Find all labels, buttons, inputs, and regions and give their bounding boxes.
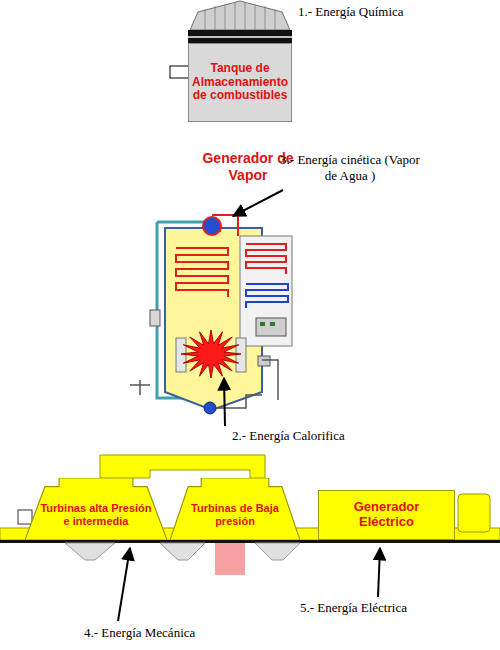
coil [246,284,288,308]
callout-label: 5.- Energía Eléctrica [300,600,470,616]
callout-label: 4.- Energía Mecánica [84,625,254,641]
storage-tank: Tanque de Almacenamiento de combustibles [188,43,292,122]
turbine-hp: Turbinas alta Presión e intermedia [25,478,167,540]
node-label: Generador Eléctrico [325,500,448,530]
turbine-lp: Turbinas de Baja presión [170,478,300,540]
electric-generator: Generador Eléctrico [318,490,455,540]
leader-arrows [118,190,380,621]
callout-label: 3.- Energía cinética (Vapor de Agua ) [280,152,420,183]
steam-generator [130,215,292,414]
node-label: Tanque de Almacenamiento de combustibles [192,62,288,103]
node-label: Turbinas alta Presión e intermedia [39,502,153,527]
callout-label: 1.- Energía Química [298,4,468,20]
turbine-line [0,455,500,575]
coil [176,248,228,297]
node-label: Turbinas de Baja presión [184,502,286,527]
coil [246,244,286,274]
tank-roof [188,1,292,43]
callout-label: 2.- Energía Calorifica [232,428,392,444]
